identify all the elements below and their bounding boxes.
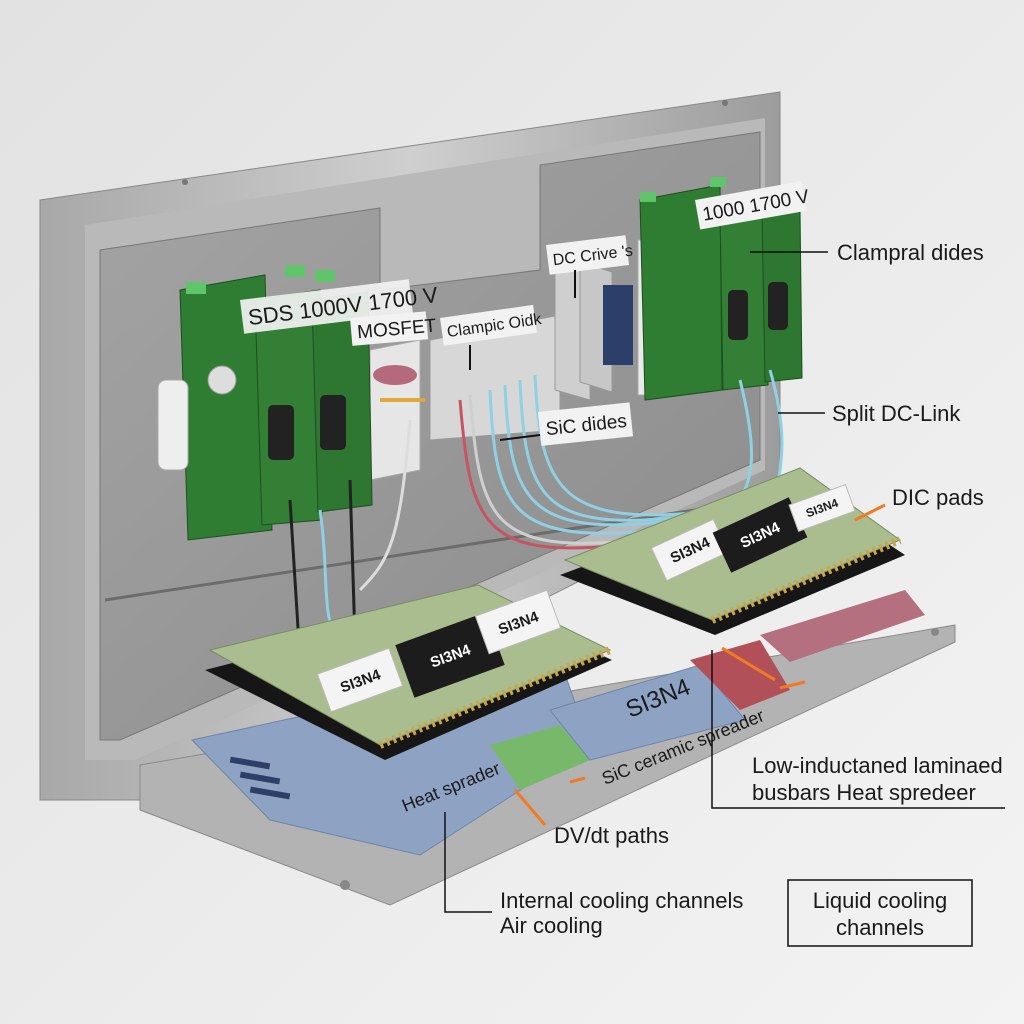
- dic-pads-callout: DIC pads: [892, 485, 984, 510]
- orange-arrows: [513, 503, 886, 826]
- dvdt-paths-callout: DV/dt paths: [554, 823, 669, 848]
- busbars-callout-line2: busbars Heat spredeer: [752, 780, 976, 805]
- air-cooling-callout: Air cooling: [500, 913, 603, 938]
- split-dc-link-callout: Split DC-Link: [832, 401, 961, 426]
- busbars-callout-line1: Low-inductaned laminaed: [752, 753, 1003, 778]
- liquid-cooling-line2: channels: [836, 915, 924, 940]
- liquid-cooling-line1: Liquid cooling: [813, 888, 948, 913]
- leader-lines: [444, 251, 1005, 913]
- cables: [288, 369, 784, 661]
- liquid-cooling-box: Liquid cooling channels: [787, 879, 973, 947]
- clamp-diodes-callout: Clampral dides: [837, 240, 984, 265]
- left-gate-driver-boards: [157, 265, 373, 541]
- internal-cooling-callout: Internal cooling channels: [500, 888, 743, 913]
- green-pad: [490, 725, 590, 790]
- right-gate-driver-boards: [639, 177, 803, 401]
- si3n4-chips: SI3N4 SI3N4 SI3N4 SI3N4 SI3N4 SI3N4: [316, 483, 856, 713]
